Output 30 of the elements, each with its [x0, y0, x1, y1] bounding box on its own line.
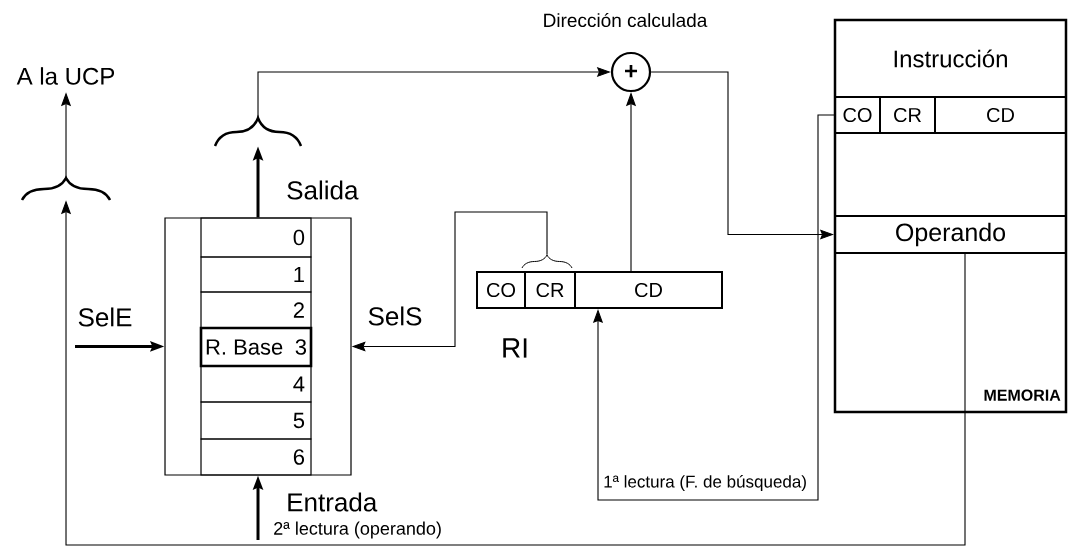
brace — [213, 116, 303, 147]
register-row: 6 — [200, 438, 312, 476]
edge-label: SelE — [76, 306, 134, 328]
register-row: 5 — [200, 401, 312, 440]
edge-label: 1ª lectura (F. de búsqueda) — [602, 473, 808, 492]
edge-label: 2ª lectura (operando) — [272, 520, 443, 540]
register-row: 2 — [200, 291, 312, 329]
field-cell: CO — [834, 96, 881, 134]
field-cell: CO — [476, 271, 526, 309]
field-cell: CD — [934, 96, 1067, 134]
register-file — [164, 217, 352, 476]
edge-label: Salida — [285, 179, 360, 201]
arrow — [592, 114, 835, 501]
field-cell: CR — [879, 96, 936, 134]
brace — [20, 176, 112, 201]
register-row: 4 — [200, 365, 312, 403]
edge-label: Entrada — [285, 491, 379, 513]
field-cell: CR — [524, 271, 576, 309]
edge-label: SelS — [366, 305, 424, 327]
field-cell: CD — [574, 271, 723, 309]
register-label: RI — [503, 338, 527, 358]
register-row: R. Base 3 — [199, 326, 313, 368]
address-label: Dirección calculada — [544, 12, 708, 28]
brace — [521, 254, 573, 269]
memory-label: MEMORIA — [984, 389, 1061, 401]
output-label: A la UCP — [16, 67, 115, 85]
register-row: 0 — [200, 217, 312, 258]
memory-word: Operando — [834, 215, 1067, 254]
register-row: 1 — [200, 256, 312, 293]
memory-word: Instrucción — [834, 19, 1067, 98]
